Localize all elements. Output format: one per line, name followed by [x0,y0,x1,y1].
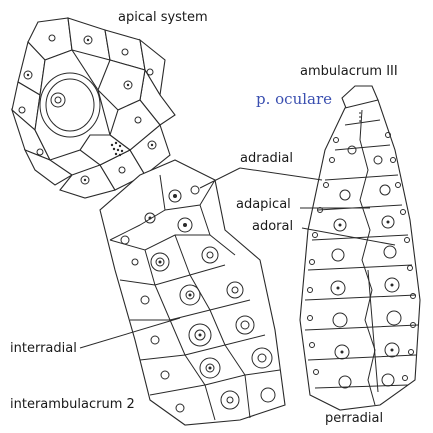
label-ambulacrum: ambulacrum III [300,64,398,79]
label-interambulacrum: interambulacrum 2 [10,397,135,412]
label-p-oculare: p. oculare [256,90,332,108]
label-interradial: interradial [10,341,77,356]
label-perradial: perradial [325,411,383,426]
label-adoral: adoral [252,219,293,234]
label-adradial: adradial [240,151,293,166]
label-adapical: adapical [236,197,291,212]
label-apical-system: apical system [118,10,208,25]
ambulacrum-3 [300,86,420,410]
